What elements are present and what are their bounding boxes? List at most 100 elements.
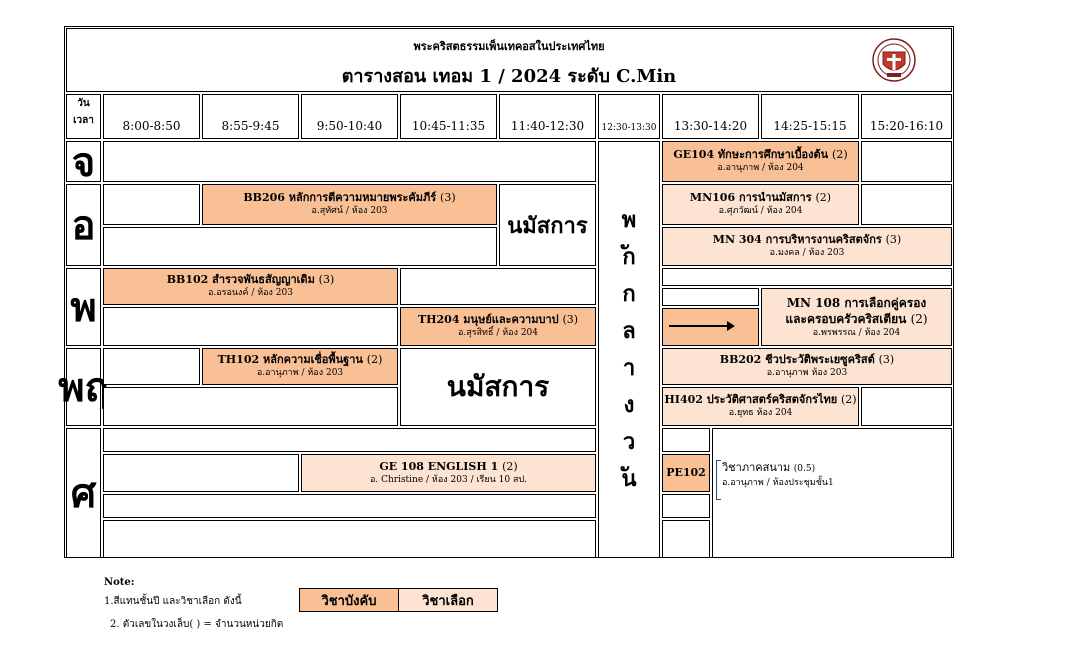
continuation-arrow-icon bbox=[669, 321, 735, 331]
course-pe102-teacher: อ.อานุภาพ / ห้องประชุมชั้น1 bbox=[722, 478, 834, 488]
course-bb102-credit: (3) bbox=[318, 273, 335, 286]
school-logo-icon bbox=[872, 38, 916, 82]
course-th102-title: TH102 หลักความเชื่อพื้นฐาน bbox=[217, 353, 363, 366]
empty-slot bbox=[103, 520, 596, 558]
empty-slot bbox=[103, 227, 497, 266]
organization-name: พระคริสตธรรมเพ็นเทคอสในประเทศไทย bbox=[413, 40, 605, 53]
course-th204-teacher: อ.สุรสิทธิ์ / ห้อง 204 bbox=[457, 328, 539, 338]
note-line-2: 2. ตัวเลขในวงเล็บ( ) = จำนวนหน่วยกิต bbox=[110, 619, 284, 630]
course-bb102-title: BB102 สำรวจพันธสัญญาเดิม bbox=[166, 273, 315, 286]
day-monday: จ bbox=[66, 139, 101, 186]
course-ge108: GE 108 ENGLISH 1 (2) อ. Christine / ห้อง… bbox=[301, 454, 596, 492]
time-header-3: 9:50-10:40 bbox=[301, 94, 398, 139]
time-header-7: 14:25-15:15 bbox=[761, 94, 859, 139]
empty-slot bbox=[103, 494, 596, 518]
empty-slot bbox=[861, 141, 952, 182]
course-hi402-teacher: อ.ยุทธ ห้อง 204 bbox=[728, 408, 793, 418]
course-bb206-teacher: อ.สุทัศน์ / ห้อง 203 bbox=[311, 206, 388, 216]
course-mn304-title: MN 304 การบริหารงานคริสตจักร bbox=[712, 233, 882, 246]
time-header-2: 8:55-9:45 bbox=[202, 94, 299, 139]
course-ge104-teacher: อ.อานุภาพ / ห้อง 204 bbox=[717, 163, 804, 173]
course-th102-credit: (2) bbox=[366, 353, 383, 366]
time-header-lunch: 12:30-13:30 bbox=[598, 94, 660, 139]
day-wednesday: พ bbox=[66, 268, 101, 346]
course-hi402-title: HI402 ประวัติศาสตร์คริสตจักรไทย bbox=[664, 393, 838, 406]
schedule-title: ตารางสอน เทอม 1 / 2024 ระดับ C.Min bbox=[341, 66, 677, 87]
course-ge108-title: GE 108 ENGLISH 1 bbox=[379, 459, 499, 473]
course-bb102-teacher: อ.อรอนงค์ / ห้อง 203 bbox=[207, 288, 293, 298]
continuation-cell bbox=[662, 308, 759, 346]
empty-slot bbox=[662, 520, 710, 558]
course-pe102: PE102 bbox=[662, 454, 710, 492]
course-pe102-credit: (0.5) bbox=[793, 464, 816, 474]
course-pe102-code: PE102 bbox=[666, 466, 706, 479]
course-pe102-detail: วิชาภาคสนาม (0.5) อ.อานุภาพ / ห้องประชุม… bbox=[722, 461, 834, 490]
time-header-4: 10:45-11:35 bbox=[400, 94, 497, 139]
course-bb202-teacher: อ.อานุภาพ ห้อง 203 bbox=[766, 368, 848, 378]
course-mn108-credit: (2) bbox=[910, 311, 928, 326]
time-header-1: 8:00-8:50 bbox=[103, 94, 200, 139]
empty-slot bbox=[103, 307, 398, 346]
lunch-break: พักกลางวัน bbox=[598, 141, 660, 558]
legend-required: วิชาบังคับ bbox=[299, 588, 399, 612]
lunch-break-label: พักกลางวัน bbox=[615, 201, 642, 498]
course-ge108-credit: (2) bbox=[502, 459, 518, 473]
course-bb102: BB102 สำรวจพันธสัญญาเดิม (3) อ.อรอนงค์ /… bbox=[103, 268, 398, 305]
course-bb202: BB202 ชีวประวัติพระเยซูคริสต์ (3) อ.อานุ… bbox=[662, 348, 952, 385]
course-hi402: HI402 ประวัติศาสตร์คริสตจักรไทย (2) อ.ยุ… bbox=[662, 387, 859, 426]
course-th204-title: TH204 มนุษย์และความบาป bbox=[417, 313, 559, 326]
empty-slot bbox=[103, 141, 596, 182]
time-header-8: 15:20-16:10 bbox=[861, 94, 952, 139]
empty-slot bbox=[103, 184, 200, 225]
course-ge104-credit: (2) bbox=[832, 148, 848, 161]
course-th102-teacher: อ.อานุภาพ / ห้อง 203 bbox=[256, 368, 344, 378]
empty-slot bbox=[103, 454, 299, 492]
empty-slot bbox=[400, 268, 596, 305]
course-bb206-title: BB206 หลักการตีความหมายพระคัมภีร์ bbox=[243, 191, 437, 204]
course-mn108-title-line2: และครอบครัวคริสเตียน bbox=[785, 311, 907, 326]
empty-slot bbox=[103, 348, 200, 385]
course-bb202-credit: (3) bbox=[878, 353, 895, 366]
course-mn106-credit: (2) bbox=[815, 191, 832, 204]
pe102-bracket bbox=[716, 460, 721, 500]
course-mn108: MN 108 การเลือกคู่ครอง และครอบครัวคริสเต… bbox=[761, 288, 952, 346]
corner-cell: วัน เวลา bbox=[66, 94, 101, 139]
course-mn106: MN106 การนำนมัสการ (2) อ.ศุภวัฒน์ / ห้อง… bbox=[662, 184, 859, 225]
course-bb206-credit: (3) bbox=[440, 191, 456, 204]
empty-slot bbox=[861, 184, 952, 225]
course-mn304-teacher: อ.มงคล / ห้อง 203 bbox=[769, 248, 845, 258]
day-friday: ศ bbox=[66, 428, 101, 558]
empty-slot bbox=[103, 428, 596, 452]
empty-slot bbox=[103, 387, 398, 426]
time-header-5: 11:40-12:30 bbox=[499, 94, 596, 139]
course-th204-credit: (3) bbox=[562, 313, 579, 326]
empty-slot bbox=[662, 428, 710, 452]
course-hi402-credit: (2) bbox=[841, 393, 857, 406]
corner-time-label: เวลา bbox=[73, 115, 94, 126]
course-mn106-teacher: อ.ศุภวัฒน์ / ห้อง 204 bbox=[718, 206, 803, 216]
course-mn106-title: MN106 การนำนมัสการ bbox=[689, 191, 812, 204]
course-ge104: GE104 ทักษะการศึกษาเบื้องต้น (2) อ.อานุภ… bbox=[662, 141, 859, 182]
day-tuesday: อ bbox=[66, 184, 101, 266]
empty-slot bbox=[662, 288, 759, 306]
prayer-thursday: นมัสการ bbox=[400, 348, 596, 426]
empty-slot bbox=[861, 387, 952, 426]
legend-elective: วิชาเลือก bbox=[398, 588, 498, 612]
course-bb202-title: BB202 ชีวประวัติพระเยซูคริสต์ bbox=[719, 353, 875, 366]
pe102-detail-area bbox=[712, 428, 952, 558]
course-mn108-teacher: อ.พรพรรณ / ห้อง 204 bbox=[812, 327, 901, 338]
course-pe102-title: วิชาภาคสนาม bbox=[722, 461, 791, 474]
course-th204: TH204 มนุษย์และความบาป (3) อ.สุรสิทธิ์ /… bbox=[400, 307, 596, 346]
time-header-6: 13:30-14:20 bbox=[662, 94, 759, 139]
course-bb206: BB206 หลักการตีความหมายพระคัมภีร์ (3) อ.… bbox=[202, 184, 497, 225]
empty-slot bbox=[662, 494, 710, 518]
corner-day-label: วัน bbox=[77, 98, 90, 109]
schedule-header: พระคริสตธรรมเพ็นเทคอสในประเทศไทย ตารางสอ… bbox=[66, 28, 952, 92]
empty-slot bbox=[662, 268, 952, 286]
course-mn304: MN 304 การบริหารงานคริสตจักร (3) อ.มงคล … bbox=[662, 227, 952, 266]
prayer-tuesday: นมัสการ bbox=[499, 184, 596, 266]
course-ge108-teacher: อ. Christine / ห้อง 203 / เรียน 10 สป. bbox=[369, 474, 528, 485]
day-thursday: พฤ bbox=[58, 348, 109, 426]
course-ge104-title: GE104 ทักษะการศึกษาเบื้องต้น bbox=[673, 148, 829, 161]
note-label: Note: bbox=[104, 577, 135, 588]
